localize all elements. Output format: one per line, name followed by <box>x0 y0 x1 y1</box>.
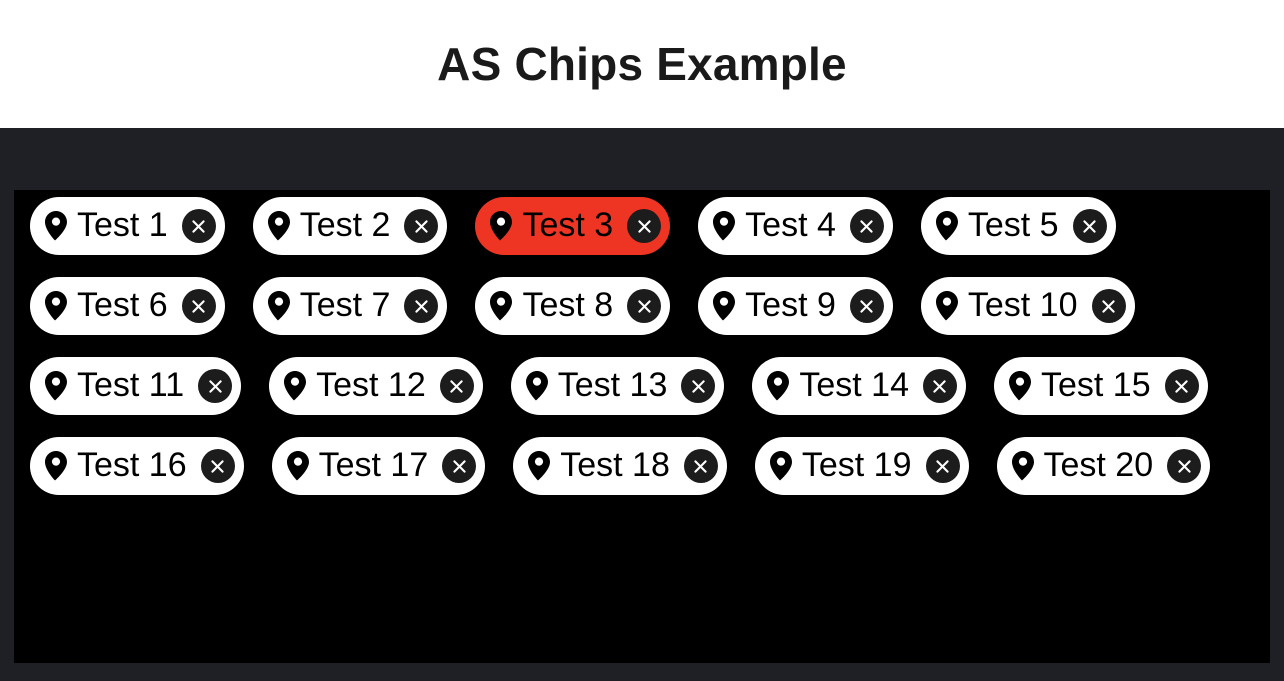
location-pin-icon <box>935 291 968 321</box>
location-pin-icon <box>44 291 77 321</box>
chip[interactable]: Test 8 <box>475 277 671 335</box>
chips-panel: Test 1 Test 2 Test 3 Test 4 Test 5 Test 6 Test… <box>14 190 1270 663</box>
location-pin-icon <box>712 291 745 321</box>
close-icon[interactable] <box>442 449 477 483</box>
location-pin-icon <box>525 371 558 401</box>
chip[interactable]: Test 17 <box>271 437 486 495</box>
chip-label: Test 3 <box>522 205 614 244</box>
page-header: AS Chips Example <box>0 0 1284 128</box>
close-icon[interactable] <box>200 449 235 483</box>
chip[interactable]: Test 4 <box>698 197 893 255</box>
location-pin-icon <box>44 451 77 481</box>
chip[interactable]: Test 3 <box>475 197 671 255</box>
chip[interactable]: Test 18 <box>513 437 727 495</box>
close-icon[interactable] <box>181 289 216 323</box>
location-pin-icon <box>489 291 522 321</box>
close-icon[interactable] <box>627 289 662 323</box>
location-pin-icon <box>1008 371 1041 401</box>
close-icon[interactable] <box>683 449 718 483</box>
chip[interactable]: Test 6 <box>30 277 225 335</box>
close-icon[interactable] <box>1072 209 1107 243</box>
chip-label: Test 7 <box>299 285 391 324</box>
close-icon[interactable] <box>1167 449 1202 483</box>
chip-label: Test 9 <box>745 285 836 324</box>
chip[interactable]: Test 9 <box>698 277 893 335</box>
chip-label: Test 4 <box>745 205 836 244</box>
chip[interactable]: Test 14 <box>752 357 966 415</box>
location-pin-icon <box>267 291 300 321</box>
dark-stage: Test 1 Test 2 Test 3 Test 4 Test 5 Test 6 Test… <box>0 128 1284 681</box>
chip-label: Test 15 <box>1040 365 1151 404</box>
chip[interactable]: Test 12 <box>269 357 483 415</box>
chip-label: Test 11 <box>77 365 185 404</box>
location-pin-icon <box>267 211 300 241</box>
location-pin-icon <box>769 451 802 481</box>
chip[interactable]: Test 11 <box>30 357 242 415</box>
chip[interactable]: Test 13 <box>510 357 725 415</box>
close-icon[interactable] <box>681 369 716 403</box>
close-icon[interactable] <box>1091 289 1126 323</box>
location-pin-icon <box>527 451 560 481</box>
chip[interactable]: Test 16 <box>30 437 244 495</box>
chip[interactable]: Test 10 <box>920 277 1135 335</box>
location-pin-icon <box>44 371 77 401</box>
close-icon[interactable] <box>627 209 662 243</box>
location-pin-icon <box>935 211 968 241</box>
chip-label: Test 10 <box>967 285 1078 324</box>
close-icon[interactable] <box>404 209 439 243</box>
chip-label: Test 14 <box>799 365 909 404</box>
chip-label: Test 20 <box>1043 445 1154 484</box>
chip-label: Test 16 <box>77 445 187 484</box>
page-title: AS Chips Example <box>437 38 847 90</box>
location-pin-icon <box>286 451 319 481</box>
location-pin-icon <box>1011 451 1044 481</box>
chip[interactable]: Test 5 <box>920 197 1116 255</box>
location-pin-icon <box>489 211 522 241</box>
close-icon[interactable] <box>1164 369 1199 403</box>
chip[interactable]: Test 19 <box>754 437 969 495</box>
close-icon[interactable] <box>198 369 233 403</box>
location-pin-icon <box>766 371 799 401</box>
close-icon[interactable] <box>404 289 439 323</box>
chip[interactable]: Test 15 <box>993 357 1208 415</box>
chip[interactable]: Test 20 <box>996 437 1211 495</box>
chip-label: Test 2 <box>299 205 391 244</box>
close-icon[interactable] <box>439 369 474 403</box>
location-pin-icon <box>44 211 77 241</box>
chip-label: Test 1 <box>77 205 168 244</box>
close-icon[interactable] <box>849 209 884 243</box>
chip-label: Test 17 <box>318 445 429 484</box>
close-icon[interactable] <box>922 369 957 403</box>
chip-label: Test 6 <box>77 285 168 324</box>
close-icon[interactable] <box>181 209 216 243</box>
chip-label: Test 8 <box>522 285 614 324</box>
chip-label: Test 18 <box>560 445 670 484</box>
close-icon[interactable] <box>925 449 960 483</box>
chip[interactable]: Test 2 <box>252 197 448 255</box>
close-icon[interactable] <box>849 289 884 323</box>
chip-label: Test 13 <box>557 365 668 404</box>
chip[interactable]: Test 1 <box>30 197 225 255</box>
chip-label: Test 5 <box>967 205 1059 244</box>
chip-label: Test 12 <box>316 365 426 404</box>
chip[interactable]: Test 7 <box>252 277 448 335</box>
chip-label: Test 19 <box>801 445 912 484</box>
location-pin-icon <box>283 371 316 401</box>
location-pin-icon <box>712 211 745 241</box>
chips-list: Test 1 Test 2 Test 3 Test 4 Test 5 Test 6 Test… <box>20 197 1264 517</box>
